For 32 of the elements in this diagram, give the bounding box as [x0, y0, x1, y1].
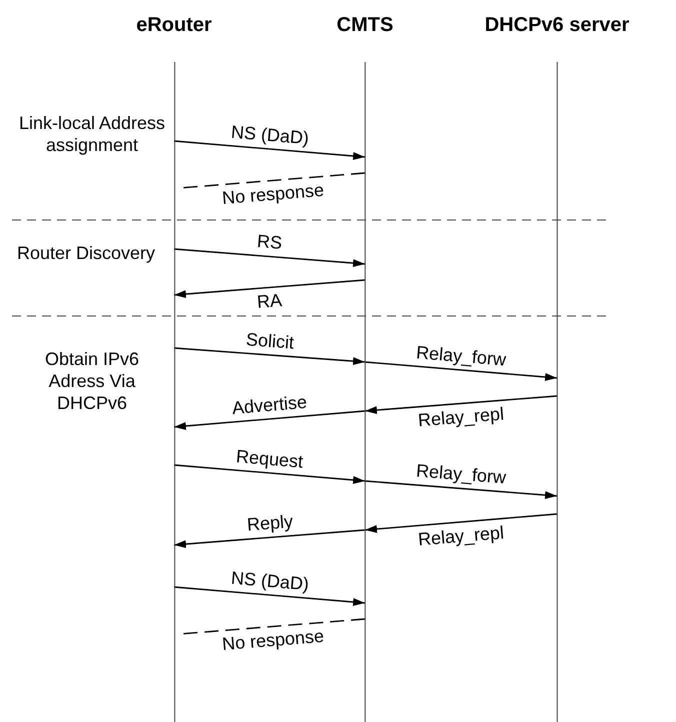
- edge-label: Relay_repl: [417, 522, 505, 550]
- participant-label: eRouter: [136, 14, 212, 36]
- edge-label: Relay_forw: [415, 342, 507, 370]
- edge-label: RA: [256, 290, 283, 313]
- phase-label: Obtain IPv6 Adress Via DHCPv6: [44, 348, 140, 414]
- arrow: [364, 513, 558, 533]
- edge-label: No response: [220, 180, 324, 210]
- edge-label: Advertise: [231, 391, 308, 419]
- arrow: [364, 361, 558, 381]
- edge-label: No response: [220, 626, 324, 656]
- edge-label: Request: [235, 446, 304, 472]
- edge-label: Reply: [246, 511, 294, 536]
- arrow: [174, 529, 366, 548]
- phase-label: Link-local Address assignment: [18, 112, 166, 156]
- arrow: [174, 279, 366, 298]
- participant-label: DHCPv6 server: [484, 14, 630, 36]
- edge-label: Relay_repl: [417, 404, 505, 432]
- arrow: [174, 586, 366, 606]
- edge-label: RS: [256, 231, 283, 254]
- arrow: [364, 395, 558, 414]
- edge-label: NS (DaD): [230, 121, 310, 149]
- edge-label: Solicit: [244, 328, 294, 354]
- phase-label: Router Discovery: [16, 242, 156, 264]
- arrow: [174, 347, 366, 366]
- arrow: [364, 480, 558, 500]
- edge-label: Relay_forw: [415, 460, 507, 488]
- arrow: [174, 464, 366, 484]
- participant-label: CMTS: [336, 14, 394, 36]
- arrow: [174, 140, 366, 160]
- arrow: [174, 410, 366, 430]
- arrow: [174, 248, 366, 268]
- edge-label: NS (DaD): [230, 567, 310, 595]
